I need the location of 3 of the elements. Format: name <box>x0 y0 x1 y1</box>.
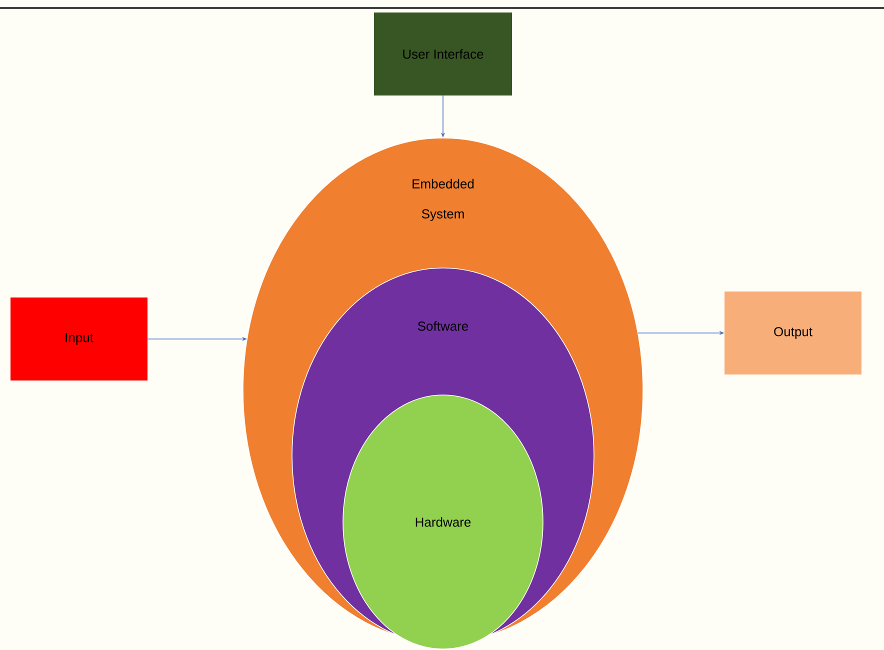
process-box: Input <box>10 298 148 380</box>
process-box: Output <box>724 292 862 374</box>
process-box: User Interface <box>374 12 512 96</box>
